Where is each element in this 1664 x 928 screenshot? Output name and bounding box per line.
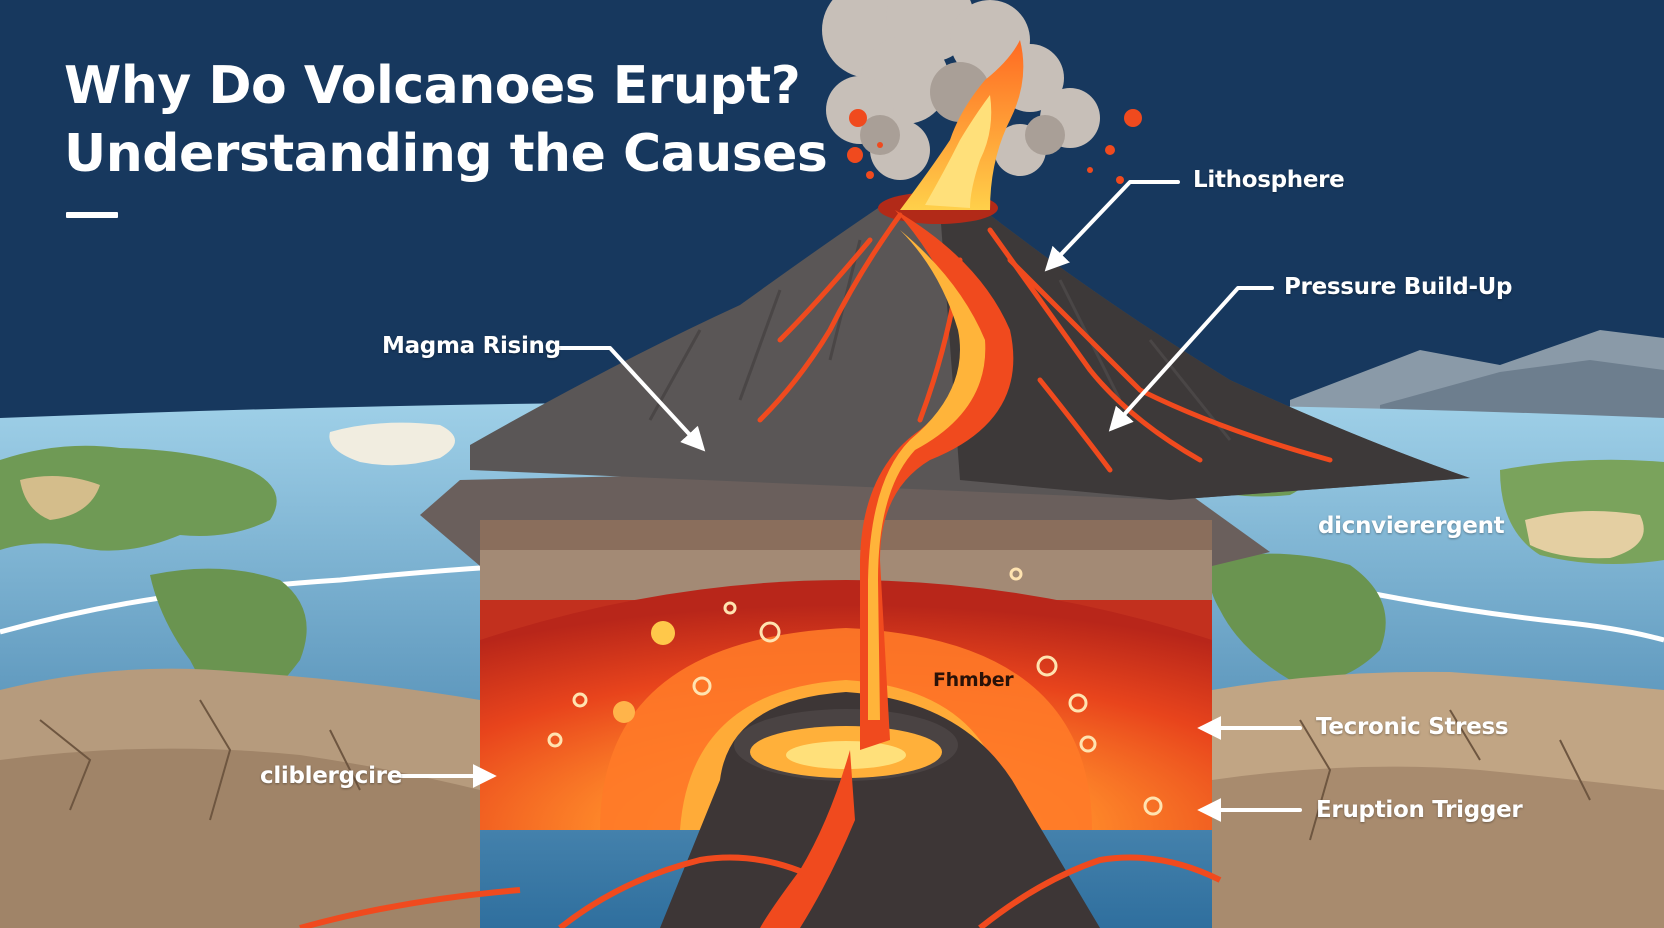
eruption-lava-column <box>900 40 1024 210</box>
magma-conduit-hot <box>868 230 986 720</box>
label-pressure-build-up: Pressure Build-Up <box>1284 274 1513 300</box>
continent-sand <box>1525 511 1644 559</box>
arrow-icon-lithosphere <box>1044 180 1180 272</box>
magma-veins-lower <box>299 854 1222 928</box>
terrain-cracks <box>39 699 1591 841</box>
page-title-line-1: Why Do Volcanoes Erupt? <box>64 56 801 116</box>
label-eruption-trigger: Eruption Trigger <box>1316 797 1523 823</box>
label-divergent: dicnvierergent <box>1318 513 1505 539</box>
arrow-icon-magma-rising <box>556 346 706 452</box>
crust-layer-upper <box>480 520 1212 550</box>
continent-greenland <box>329 422 455 466</box>
label-tectonic-stress: Tecronic Stress <box>1316 714 1509 740</box>
eruption-lava-core <box>925 95 992 208</box>
distant-mountains-shadow <box>1380 360 1664 420</box>
label-lithosphere: Lithosphere <box>1193 167 1345 193</box>
arrow-icon-pressure <box>1108 286 1274 432</box>
continent-north-america <box>0 445 277 551</box>
lava-bombs <box>847 109 1142 184</box>
label-chamber: Fhmber <box>933 669 1014 691</box>
label-pointers <box>398 180 1302 822</box>
magma-bubbles <box>547 567 1163 816</box>
magma-drip-lower <box>760 750 855 928</box>
terrain-right-dark <box>1212 766 1664 928</box>
page-title-line-2: Understanding the Causes <box>64 124 828 184</box>
volcano-mountain-shadow <box>940 210 1470 500</box>
chamber-vent-pool-hot <box>786 741 906 769</box>
label-convergent: cliblergcire <box>260 763 403 789</box>
continent-desert <box>20 476 100 520</box>
terrain-left-dark <box>0 748 480 928</box>
continent-africa <box>1208 553 1386 682</box>
label-magma-rising: Magma Rising <box>382 333 561 359</box>
title-underline <box>66 212 118 218</box>
